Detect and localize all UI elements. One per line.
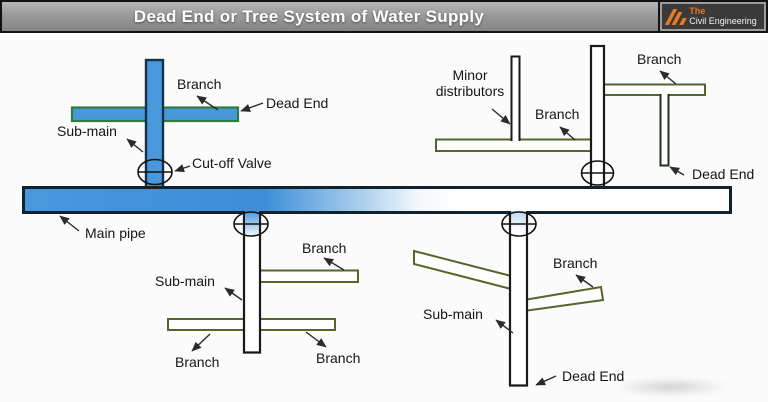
- logo-brand-top: The: [689, 6, 706, 17]
- leader-minor-distributors: [491, 108, 511, 125]
- tr-sub-main-pipe: [589, 44, 606, 192]
- tr-minor-distributor-pipe: [510, 55, 521, 141]
- left-structure: [70, 58, 240, 192]
- leader-bm-branch-right: [305, 331, 327, 348]
- leader-tr-branch-mid: [559, 126, 576, 141]
- br-left-branch-pipe: [413, 249, 516, 292]
- bm-sub-main-pipe: [242, 211, 262, 354]
- bottom-right-structure: [413, 211, 605, 387]
- leader-bm-branch-left: [191, 333, 211, 352]
- page-title: Dead End or Tree System of Water Supply: [133, 6, 485, 26]
- valves: [137, 158, 615, 237]
- tr-right-branch-pipe: [600, 83, 706, 96]
- upper-right-structure: [435, 44, 706, 192]
- bottom-middle-structure: [167, 211, 359, 354]
- leader-br-branch: [575, 274, 594, 288]
- main-pipe-shape: [22, 186, 732, 214]
- valve-bottom-middle: [233, 211, 269, 237]
- left-sub-main-pipe: [144, 58, 165, 192]
- leader-bm-sub-main: [224, 287, 243, 301]
- br-sub-main-pipe: [508, 211, 529, 387]
- leader-arrows: [59, 70, 685, 386]
- leader-left-dead-end: [240, 102, 264, 112]
- leader-br-sub-main: [495, 319, 514, 334]
- bm-upper-branch-pipe: [259, 269, 359, 283]
- leader-cut-off-valve: [174, 164, 191, 173]
- leader-left-branch: [196, 95, 219, 111]
- leader-left-sub-main: [126, 138, 144, 153]
- leader-tr-dead-end: [669, 166, 685, 176]
- logo: The Civil Engineering: [658, 2, 766, 31]
- shadow-smudge: [612, 378, 730, 396]
- leader-tr-branch-right: [659, 70, 677, 85]
- valve-left: [137, 158, 173, 186]
- logo-brand-bottom: Civil Engineering: [689, 15, 757, 26]
- tr-left-branch-pipe: [435, 138, 594, 152]
- leader-bm-branch-top: [323, 257, 345, 271]
- tr-dead-end-pipe: [659, 94, 670, 167]
- br-right-branch-pipe: [523, 285, 605, 313]
- valve-bottom-right: [501, 211, 537, 237]
- leader-main-pipe: [59, 215, 80, 232]
- br-sub-main-water: [511, 211, 526, 229]
- title-cell: Dead End or Tree System of Water Supply: [2, 2, 658, 31]
- header-bar: Dead End or Tree System of Water Supply …: [0, 0, 768, 33]
- valve-upper-right: [580, 160, 615, 186]
- leader-br-dead-end: [535, 375, 557, 386]
- logo-text: The Civil Engineering: [689, 6, 757, 26]
